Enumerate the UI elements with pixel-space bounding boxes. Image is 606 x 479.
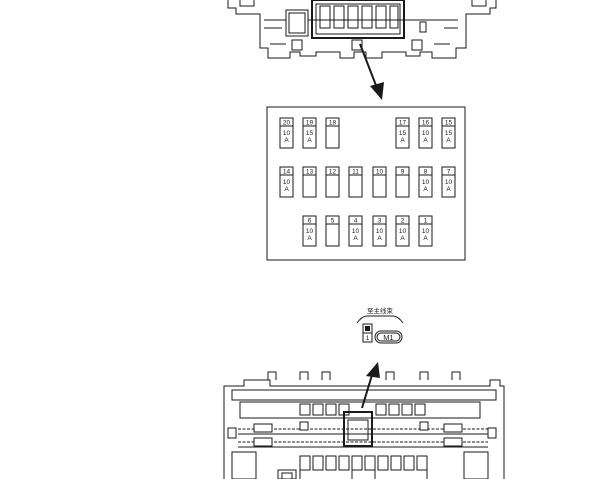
- fuse-number: 12: [329, 168, 337, 175]
- fuse-slot: [395, 166, 410, 198]
- fuse-number: 20: [283, 119, 291, 126]
- lower-housing: [223, 371, 505, 479]
- fuse-block-housing: [227, 0, 497, 59]
- fuse-slot: [372, 166, 387, 198]
- fuse-amperage-unit: A: [377, 235, 382, 242]
- fuse-amperage: 10: [376, 228, 384, 235]
- fuse-2: 2 10A: [395, 215, 410, 247]
- fuse-number: 14: [283, 168, 291, 175]
- fuse-5: 5: [325, 215, 340, 247]
- connector-pin-number: 1: [366, 335, 370, 342]
- fuse-19: 19 15A: [302, 117, 317, 149]
- fuse-number: 11: [352, 168, 359, 175]
- arrow-down-icon: [359, 43, 384, 100]
- fuse-amperage: 10: [352, 228, 360, 235]
- fuse-slot: [302, 166, 317, 198]
- fuse-7: 7 10A: [441, 166, 456, 198]
- fuse-slot: [325, 117, 340, 149]
- fuse-3: 3 10A: [372, 215, 387, 247]
- fuse-number: 16: [422, 119, 430, 126]
- fuse-amperage-unit: A: [307, 235, 312, 242]
- arrow-up-icon: [361, 362, 380, 409]
- fuse-slot: [395, 215, 410, 247]
- fuse-amperage-unit: A: [353, 235, 358, 242]
- fuse-number: 13: [306, 168, 314, 175]
- fuse-8: 8 10A: [418, 166, 433, 198]
- fuse-amperage-unit: A: [423, 235, 428, 242]
- connector-name: M1: [383, 333, 393, 342]
- fuse-number: 8: [424, 168, 428, 175]
- fuse-number: 3: [378, 217, 382, 224]
- fuse-amperage: 10: [399, 228, 407, 235]
- fuse-number: 9: [401, 168, 405, 175]
- fuse-13: 13: [302, 166, 317, 198]
- fuse-slot: [395, 117, 410, 149]
- fuse-slot: [418, 117, 433, 149]
- fuse-amperage: 10: [283, 130, 291, 137]
- fuse-amperage: 10: [306, 228, 314, 235]
- fuse-11: 11: [348, 166, 363, 198]
- fuse-16: 16 10A: [418, 117, 433, 149]
- fuse-number: 18: [329, 119, 337, 126]
- fuse-9: 9: [395, 166, 410, 198]
- fuse-number: 17: [399, 119, 407, 126]
- fuse-number: 10: [376, 168, 384, 175]
- fuse-amperage-unit: A: [400, 137, 405, 144]
- connector-name-badge: [374, 330, 403, 344]
- fuse-slot: [279, 166, 294, 198]
- fuse-amperage-unit: A: [307, 137, 312, 144]
- fuse-amperage: 15: [399, 130, 407, 137]
- fuse-number: 19: [306, 119, 314, 126]
- fuse-slot: [325, 166, 340, 198]
- fuse-amperage: 10: [422, 179, 430, 186]
- fuse-amperage-unit: A: [446, 137, 451, 144]
- fuse-10: 10: [372, 166, 387, 198]
- fuse-amperage: 10: [283, 179, 291, 186]
- fuse-amperage-unit: A: [284, 137, 289, 144]
- fuse-amperage: 15: [306, 130, 314, 137]
- fuse-slot: [279, 117, 294, 149]
- fuse-amperage: 15: [445, 130, 453, 137]
- fuse-number: 2: [401, 217, 405, 224]
- fuse-number: 5: [331, 217, 335, 224]
- fuse-slot: [418, 166, 433, 198]
- connector-callout: 至主线束 1 M1: [356, 306, 404, 344]
- fuse-20: 20 10A: [279, 117, 294, 149]
- fuse-amperage-unit: A: [284, 186, 289, 193]
- fuse-number: 1: [424, 217, 428, 224]
- fuse-18: 18: [325, 117, 340, 149]
- fuse-amperage-unit: A: [423, 137, 428, 144]
- fuse-17: 17 15A: [395, 117, 410, 149]
- fuse-slot: [302, 215, 317, 247]
- fuse-amperage: 10: [422, 130, 430, 137]
- fuse-amperage-unit: A: [423, 186, 428, 193]
- fuse-number: 15: [445, 119, 453, 126]
- fuse-slot: [418, 215, 433, 247]
- fuse-slot: [441, 166, 456, 198]
- fuse-amperage: 10: [422, 228, 430, 235]
- fuse-slot: [441, 117, 456, 149]
- fuse-slot: [348, 166, 363, 198]
- fuse-1: 1 10A: [418, 215, 433, 247]
- fuse-layout-panel: [266, 106, 466, 261]
- fuse-amperage-unit: A: [446, 186, 451, 193]
- fuse-number: 4: [354, 217, 358, 224]
- connector-caption: 至主线束: [367, 306, 394, 315]
- fuse-4: 4 10A: [348, 215, 363, 247]
- fuse-6: 6 10A: [302, 215, 317, 247]
- fuse-number: 6: [308, 217, 312, 224]
- fuse-slot: [372, 215, 387, 247]
- fuse-amperage: 10: [445, 179, 453, 186]
- callout-bracket: [356, 315, 404, 324]
- fuse-14: 14 10A: [279, 166, 294, 198]
- fuse-slot: [302, 117, 317, 149]
- fuse-amperage-unit: A: [400, 235, 405, 242]
- fuse-12: 12: [325, 166, 340, 198]
- fuse-number: 7: [447, 168, 451, 175]
- fuse-slot: [348, 215, 363, 247]
- fuse-slot: [325, 215, 340, 247]
